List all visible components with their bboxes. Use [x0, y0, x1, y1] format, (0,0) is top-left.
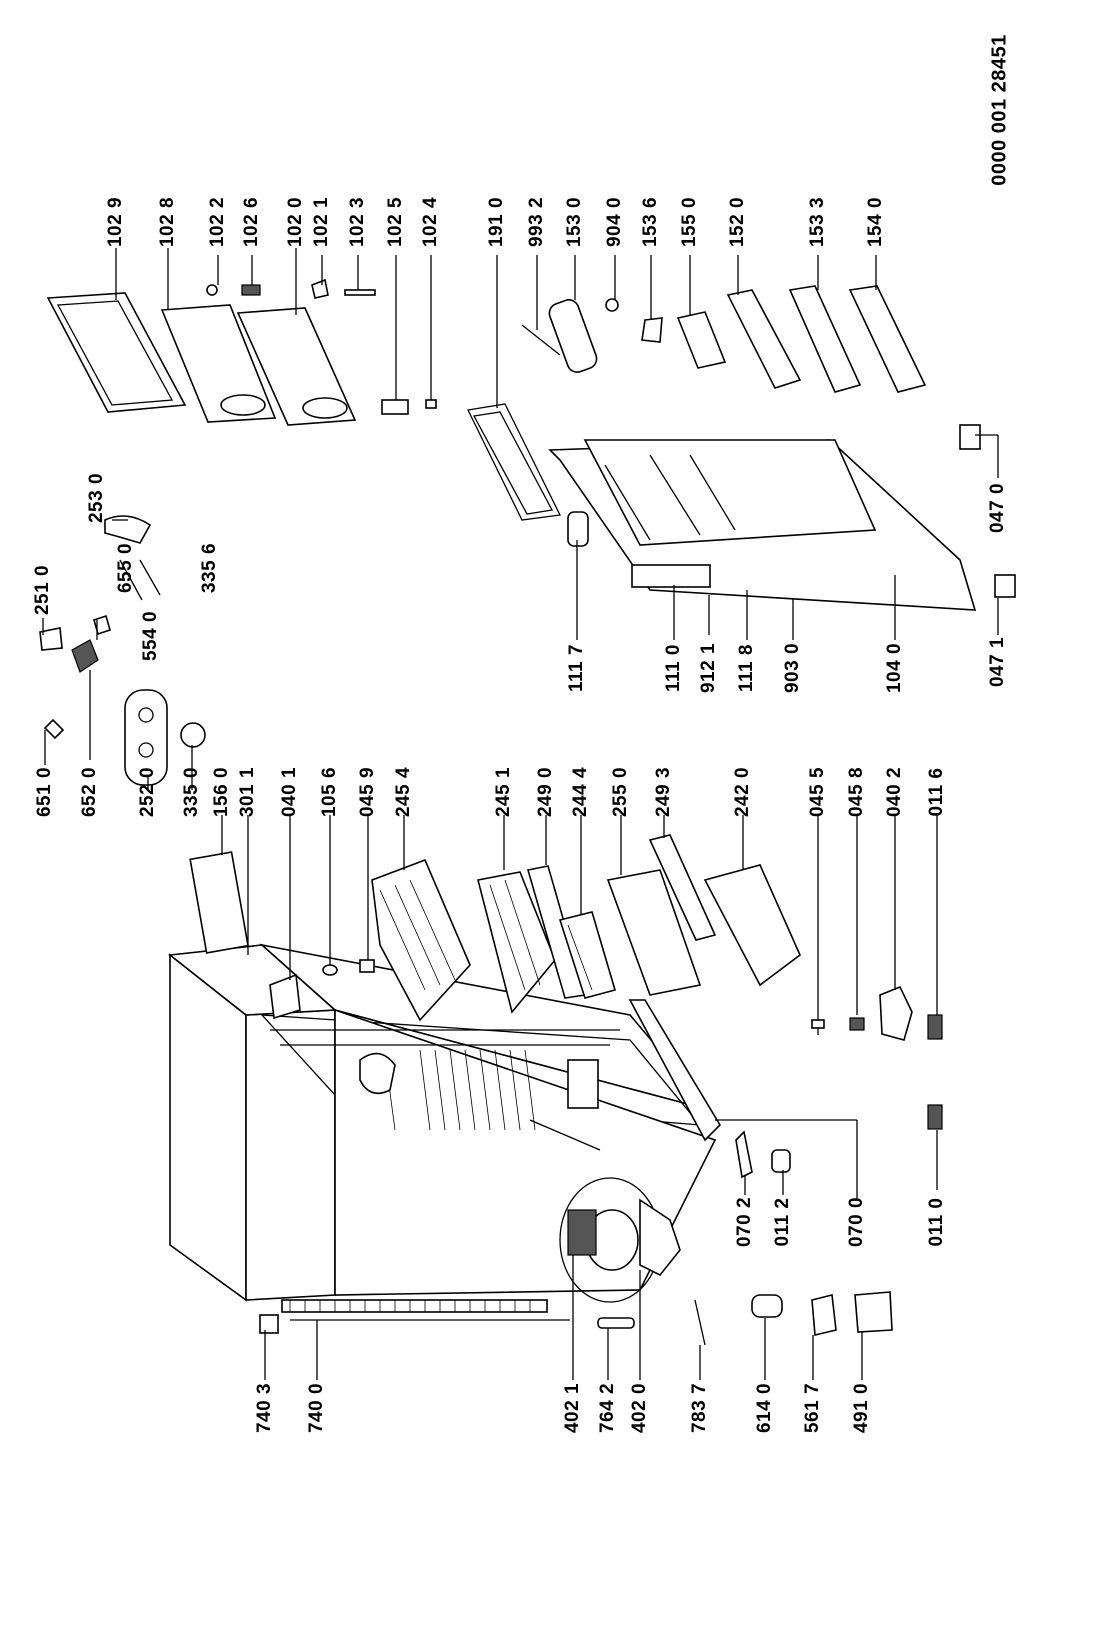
door-panels-drawing [46, 278, 437, 426]
thermostat-parts-drawing [39, 515, 206, 786]
door-bins-drawing [521, 285, 927, 393]
hardware-parts-drawing [694, 985, 943, 1346]
door-drawing [467, 403, 1016, 611]
shelves-drawing [189, 834, 801, 1022]
cabinet-drawing [167, 943, 722, 1334]
leader-lines [42, 248, 999, 1380]
